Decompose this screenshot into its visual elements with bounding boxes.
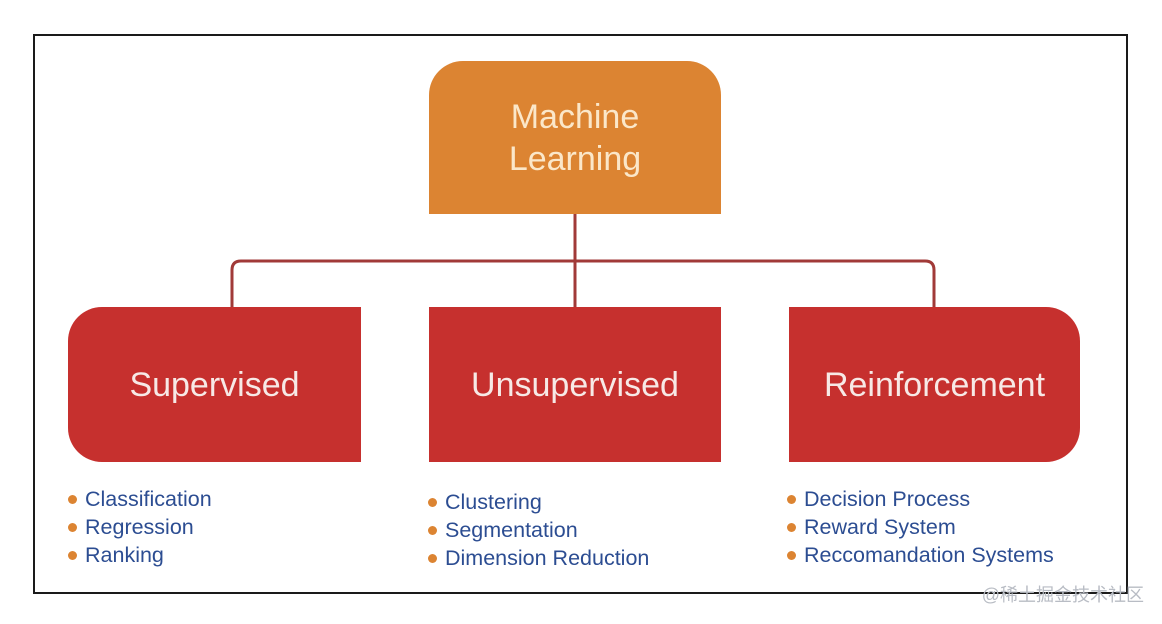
category-node-reinforcement: Reinforcement <box>789 307 1080 462</box>
list-item-text: Reward System <box>804 515 956 539</box>
bullet-icon <box>428 498 437 507</box>
category-node-supervised: Supervised <box>68 307 361 462</box>
list-item: Reward System <box>787 513 1054 541</box>
connector-horizontal-bar <box>230 259 936 307</box>
list-item: Ranking <box>68 541 212 569</box>
bullet-icon <box>787 495 796 504</box>
root-node-title: Machine Learning <box>508 97 642 178</box>
list-item: Decision Process <box>787 485 1054 513</box>
bullet-icon <box>68 523 77 532</box>
list-item: Dimension Reduction <box>428 544 649 572</box>
supervised-items-list: Classification Regression Ranking <box>68 485 212 569</box>
list-item-text: Clustering <box>445 490 542 514</box>
bullet-icon <box>787 523 796 532</box>
list-item: Classification <box>68 485 212 513</box>
unsupervised-items-list: Clustering Segmentation Dimension Reduct… <box>428 488 649 572</box>
diagram-frame <box>33 34 1128 594</box>
bullet-icon <box>68 495 77 504</box>
bullet-icon <box>428 526 437 535</box>
reinforcement-items-list: Decision Process Reward System Reccomand… <box>787 485 1054 569</box>
list-item: Reccomandation Systems <box>787 541 1054 569</box>
category-label-supervised: Supervised <box>129 365 300 404</box>
list-item: Regression <box>68 513 212 541</box>
list-item: Segmentation <box>428 516 649 544</box>
category-label-unsupervised: Unsupervised <box>471 365 679 404</box>
list-item: Clustering <box>428 488 649 516</box>
list-item-text: Decision Process <box>804 487 971 511</box>
bullet-icon <box>787 551 796 560</box>
list-item-text: Segmentation <box>445 518 578 542</box>
list-item-text: Ranking <box>85 543 164 567</box>
category-node-unsupervised: Unsupervised <box>429 307 721 462</box>
list-item-text: Dimension Reduction <box>445 546 650 570</box>
list-item-text: Regression <box>85 515 194 539</box>
watermark-text: @稀土掘金技术社区 <box>981 585 1144 605</box>
list-item-text: Reccomandation Systems <box>804 543 1054 567</box>
list-item-text: Classification <box>85 487 212 511</box>
category-label-reinforcement: Reinforcement <box>823 365 1046 404</box>
bullet-icon <box>428 554 437 563</box>
bullet-icon <box>68 551 77 560</box>
root-node-machine-learning: Machine Learning <box>429 61 721 214</box>
